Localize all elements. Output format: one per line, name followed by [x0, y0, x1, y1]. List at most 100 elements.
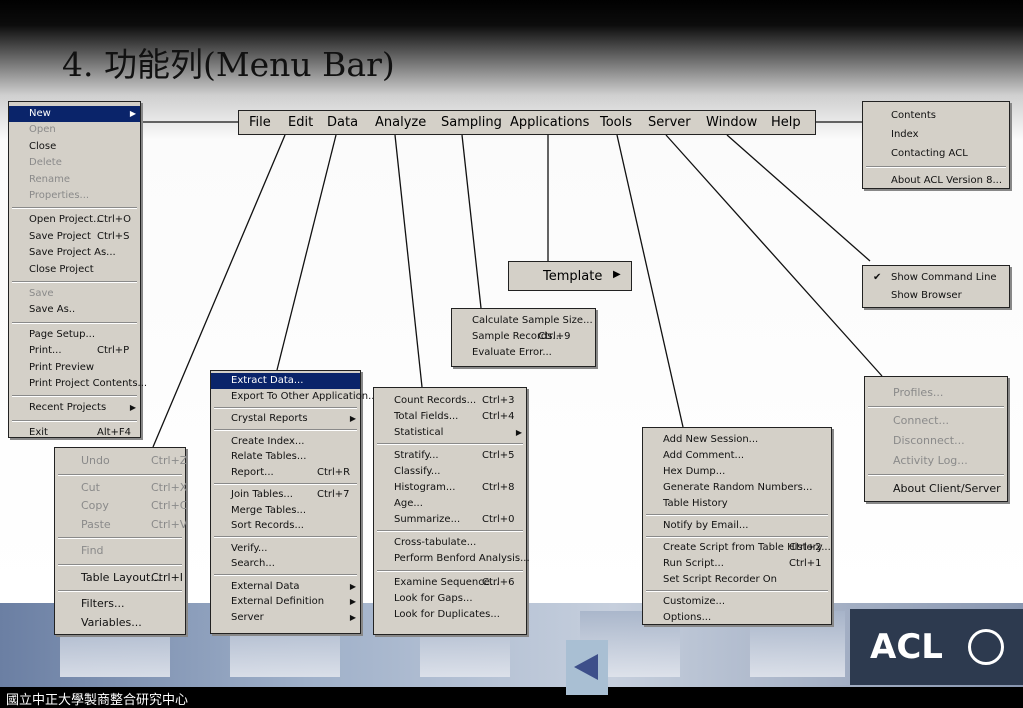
- data-menu-item[interactable]: Report...Ctrl+R: [211, 465, 360, 481]
- file-menu-item[interactable]: Save Project As...: [9, 245, 140, 261]
- analyze-menu-item[interactable]: Classify...: [374, 464, 526, 480]
- tools-menu-item[interactable]: Create Script from Table History...Ctrl+…: [643, 540, 831, 556]
- edit-menu-item[interactable]: Variables...: [55, 614, 185, 633]
- file-menu-item[interactable]: Save: [9, 286, 140, 302]
- file-menu-item[interactable]: New▶: [9, 106, 140, 123]
- tools-menu-item[interactable]: Add New Session...: [643, 432, 831, 448]
- menu-item-shortcut: Ctrl+I: [151, 570, 184, 584]
- help-menu-item[interactable]: Index: [863, 125, 1009, 144]
- menu-tools[interactable]: Tools: [600, 115, 633, 130]
- edit-menu-item[interactable]: Table Layout...Ctrl+I: [55, 569, 185, 588]
- data-menu-item[interactable]: Relate Tables...: [211, 449, 360, 465]
- analyze-menu-item[interactable]: Perform Benford Analysis...: [374, 551, 530, 567]
- tools-menu-item[interactable]: Generate Random Numbers...: [643, 480, 831, 496]
- file-menu-item[interactable]: Delete: [9, 155, 140, 171]
- data-menu-item[interactable]: Server▶: [211, 610, 360, 626]
- file-menu-item[interactable]: Page Setup...: [9, 327, 140, 343]
- menu-item-label: Relate Tables...: [231, 451, 307, 462]
- data-menu-item[interactable]: Join Tables...Ctrl+7: [211, 487, 360, 503]
- edit-menu-item[interactable]: Find: [55, 542, 185, 561]
- menu-separator: [646, 590, 828, 592]
- tools-menu-item[interactable]: Customize...: [643, 594, 831, 610]
- analyze-menu-item[interactable]: Examine Sequence...Ctrl+6: [374, 575, 526, 591]
- template-menu-item[interactable]: Template ▶: [508, 261, 632, 291]
- file-menu-item[interactable]: Close: [9, 139, 140, 155]
- data-menu-item[interactable]: Verify...: [211, 541, 360, 557]
- menu-server[interactable]: Server: [648, 115, 691, 130]
- menu-item-label: Paste: [81, 517, 111, 531]
- file-menu-item[interactable]: Open: [9, 122, 140, 138]
- data-menu-item[interactable]: External Definition▶: [211, 594, 360, 610]
- server-menu-item[interactable]: About Client/Server: [865, 479, 1007, 499]
- analyze-menu-item[interactable]: Look for Duplicates...: [374, 607, 526, 623]
- data-menu-item[interactable]: Export To Other Application...: [211, 389, 378, 405]
- analyze-menu-item[interactable]: Look for Gaps...: [374, 591, 526, 607]
- menu-sampling[interactable]: Sampling: [441, 115, 502, 130]
- menu-help[interactable]: Help: [771, 115, 801, 130]
- analyze-menu-item[interactable]: Cross-tabulate...: [374, 535, 526, 551]
- menu-bar[interactable]: File Edit Data Analyze Sampling Applicat…: [238, 110, 816, 135]
- sampling-menu-item[interactable]: Sample Records...Ctrl+9: [452, 329, 595, 345]
- menu-separator: [12, 207, 137, 210]
- bottom-bar: 國立中正大學製商整合研究中心: [0, 687, 1023, 708]
- data-menu-item[interactable]: Merge Tables...: [211, 503, 360, 519]
- sampling-menu-item[interactable]: Evaluate Error...: [452, 345, 595, 361]
- file-menu-item[interactable]: Save As..: [9, 302, 140, 318]
- analyze-menu-item[interactable]: Count Records...Ctrl+3: [374, 393, 526, 409]
- menu-analyze[interactable]: Analyze: [375, 115, 427, 130]
- analyze-menu-item[interactable]: Stratify...Ctrl+5: [374, 448, 526, 464]
- tools-menu-item[interactable]: Run Script...Ctrl+1: [643, 556, 831, 572]
- tools-menu-item[interactable]: Set Script Recorder On: [643, 572, 831, 588]
- file-menu-item[interactable]: Properties...: [9, 188, 140, 204]
- menu-edit[interactable]: Edit: [288, 115, 314, 130]
- sampling-menu-item[interactable]: Calculate Sample Size...: [452, 313, 595, 329]
- file-menu-item[interactable]: Print Project Contents...: [9, 376, 147, 392]
- tools-menu-item[interactable]: Hex Dump...: [643, 464, 831, 480]
- menu-data[interactable]: Data: [327, 115, 359, 130]
- file-menu-item[interactable]: Open Project...Ctrl+O: [9, 212, 140, 228]
- file-menu-item[interactable]: Print Preview: [9, 360, 140, 376]
- server-menu-item[interactable]: Activity Log...: [865, 451, 1007, 471]
- window-menu-item[interactable]: Show Browser: [863, 287, 1009, 305]
- window-menu-item[interactable]: ✔Show Command Line: [863, 269, 1009, 287]
- analyze-menu-item[interactable]: Summarize...Ctrl+0: [374, 512, 526, 528]
- menu-window[interactable]: Window: [706, 115, 758, 130]
- analyze-menu-item[interactable]: Age...: [374, 496, 526, 512]
- file-menu-item[interactable]: Rename: [9, 172, 140, 188]
- analyze-menu-item[interactable]: Histogram...Ctrl+8: [374, 480, 526, 496]
- data-menu-item[interactable]: Sort Records...: [211, 518, 360, 534]
- data-menu-item[interactable]: External Data▶: [211, 579, 360, 595]
- file-menu-item[interactable]: Close Project: [9, 262, 140, 278]
- tools-menu-item[interactable]: Options...: [643, 610, 831, 626]
- menu-applications[interactable]: Applications: [510, 115, 590, 130]
- data-menu-item[interactable]: Crystal Reports▶: [211, 411, 360, 427]
- edit-menu-item[interactable]: Filters...: [55, 595, 185, 614]
- data-menu-item[interactable]: Extract Data...: [211, 373, 360, 389]
- menu-item-label: Disconnect...: [893, 434, 965, 447]
- help-menu-item[interactable]: Contents: [863, 106, 1009, 125]
- tools-menu-item[interactable]: Add Comment...: [643, 448, 831, 464]
- tools-menu-item[interactable]: Notify by Email...: [643, 518, 831, 534]
- menu-file[interactable]: File: [249, 115, 271, 130]
- tools-menu-item[interactable]: Table History: [643, 496, 831, 512]
- analyze-menu-item[interactable]: Statistical▶: [374, 425, 526, 441]
- file-menu-item[interactable]: Recent Projects▶: [9, 400, 140, 416]
- menu-item-label: Calculate Sample Size...: [472, 315, 593, 326]
- data-menu-item[interactable]: Search...: [211, 556, 360, 572]
- file-menu-item[interactable]: Print...Ctrl+P: [9, 343, 140, 359]
- help-menu-item[interactable]: Contacting ACL: [863, 144, 1009, 163]
- back-button[interactable]: [566, 640, 608, 695]
- data-menu-item[interactable]: Create Index...: [211, 434, 360, 450]
- server-menu-item[interactable]: Connect...: [865, 411, 1007, 431]
- help-menu-item[interactable]: About ACL Version 8...: [863, 171, 1009, 190]
- server-menu-item[interactable]: Disconnect...: [865, 431, 1007, 451]
- server-menu-item[interactable]: Profiles...: [865, 383, 1007, 403]
- menu-item-label: Server: [231, 611, 264, 623]
- analyze-menu-item[interactable]: Total Fields...Ctrl+4: [374, 409, 526, 425]
